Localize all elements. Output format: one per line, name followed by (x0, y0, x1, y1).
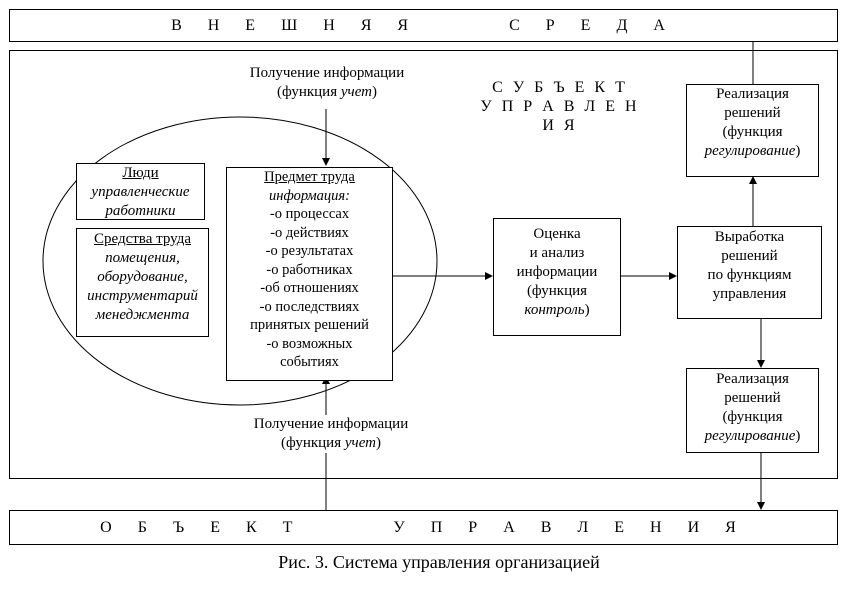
development-line: управления (712, 286, 787, 302)
subject-of-labor-item: -об отношениях (260, 280, 359, 296)
development-line: Выработка (714, 229, 785, 245)
realization-bottom-function-line: регулирование) (704, 428, 801, 444)
people-line: управленческие (91, 184, 190, 200)
figure-caption: Рис. 3. Система управления организацией (278, 552, 600, 572)
subject-of-labor-item: событиях (280, 354, 339, 370)
subject-of-labor-box: Предмет труда информация: -о процессах -… (226, 167, 393, 381)
development-line: решений (721, 248, 778, 264)
external-environment-label: В Н Е Ш Н Я Я С Р Е Д А (171, 17, 676, 34)
subject-of-labor-item: -о последствиях (259, 298, 360, 315)
tools-line: помещения, (105, 250, 180, 266)
subject-frame (9, 50, 838, 479)
info-top-label: Получение информации (функция учет) (222, 64, 432, 102)
subject-of-labor-subtitle: информация: (269, 187, 350, 204)
realization-top-line: решений (724, 105, 781, 121)
subject-of-labor-item: -о работниках (266, 261, 353, 278)
info-top-line2: (функция учет) (277, 84, 377, 100)
tools-line: оборудование, (97, 269, 188, 285)
resources-ellipse (42, 116, 438, 406)
info-bottom-line2: (функция учет) (281, 435, 381, 451)
evaluation-line: Оценка (533, 226, 581, 242)
development-box: Выработка решений по функциям управления (677, 226, 822, 319)
realization-top-box: Реализация решений (функция регулировани… (686, 84, 819, 177)
realization-top-function-line: регулирование) (704, 143, 801, 159)
info-bottom-line1: Получение информации (253, 416, 409, 432)
subject-label: С У Б Ъ Е К Т У П Р А В Л Е Н И Я (470, 78, 650, 135)
subject-of-labor-item: -о процессах (269, 206, 350, 222)
evaluation-line: информации (516, 264, 598, 280)
realization-top-line: (функция (722, 124, 783, 140)
tools-line: менеджмента (95, 307, 190, 323)
realization-bottom-line: Реализация (716, 371, 789, 387)
object-of-management-label: О Б Ъ Е К Т У П Р А В Л Е Н И Я (100, 519, 747, 536)
external-environment-box: В Н Е Ш Н Я Я С Р Е Д А (9, 9, 838, 42)
tools-box: Средства труда помещения, оборудование, … (76, 228, 209, 337)
info-bottom-label: Получение информации (функция учет) (226, 415, 436, 453)
evaluation-box: Оценка и анализ информации (функция конт… (493, 218, 621, 336)
realization-bottom-line: решений (724, 390, 781, 406)
tools-title: Средства труда (94, 231, 191, 247)
tools-line: инструментарий (87, 288, 198, 304)
realization-bottom-box: Реализация решений (функция регулировани… (686, 368, 819, 453)
realization-top-line: Реализация (716, 86, 789, 102)
realization-bottom-line: (функция (722, 409, 783, 425)
people-line: работники (105, 203, 176, 219)
people-box: Люди управленческие работники (76, 163, 205, 220)
subject-of-labor-item: -о возможных (266, 335, 353, 352)
evaluation-function-line: контроль) (524, 302, 590, 318)
subject-of-labor-item: -о результатах (265, 243, 354, 259)
evaluation-line: и анализ (529, 245, 585, 261)
development-line: по функциям (707, 267, 792, 283)
info-top-line1: Получение информации (249, 65, 405, 81)
people-title: Люди (122, 165, 159, 181)
subject-label-line2: У П Р А В Л Е Н И Я (480, 98, 640, 134)
evaluation-line: (функция (526, 283, 588, 299)
subject-of-labor-item: -о действиях (270, 224, 349, 241)
subject-label-line1: С У Б Ъ Е К Т (492, 79, 628, 96)
subject-of-labor-item: принятых решений (250, 317, 369, 333)
object-of-management-box: О Б Ъ Е К Т У П Р А В Л Е Н И Я (9, 510, 838, 545)
subject-of-labor-title: Предмет труда (264, 169, 355, 185)
